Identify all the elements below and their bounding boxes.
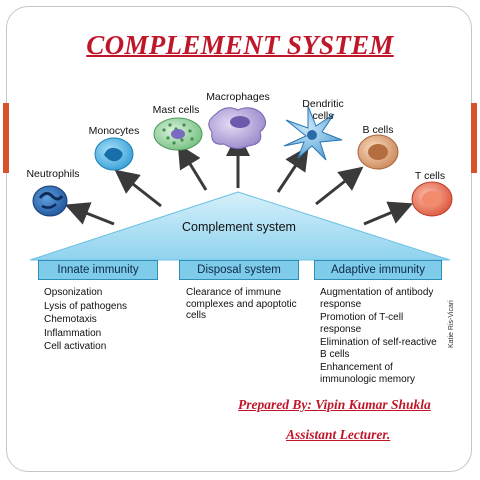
list-item: Promotion of T-cell response xyxy=(320,312,404,335)
label-macrophages: Macrophages xyxy=(206,91,270,103)
label-neutrophils: Neutrophils xyxy=(26,168,80,180)
mast-cell-icon xyxy=(153,117,203,151)
arrow-to-dendritic-cells xyxy=(276,146,309,193)
right-accent-bar xyxy=(471,103,477,173)
list-item: Enhancement of immunologic memory xyxy=(320,362,416,385)
innate-immunity-header: Innate immunity xyxy=(38,260,158,280)
arrow-to-mast-cells xyxy=(177,143,208,191)
b-cell-icon xyxy=(357,134,399,170)
macrophage-cell-icon xyxy=(208,107,266,150)
complement-diagram: Neutrophils Monocytes Mast cells Macroph… xyxy=(16,84,464,387)
adaptive-immunity-list: Augmentation of antibody response Promot… xyxy=(320,287,442,387)
arrow-to-neutrophils xyxy=(64,202,115,226)
disposal-system-header: Disposal system xyxy=(179,260,299,280)
t-cell-icon xyxy=(411,181,453,217)
adaptive-immunity-header: Adaptive immunity xyxy=(314,260,442,280)
list-item: Chemotaxis xyxy=(44,314,97,325)
label-t-cells: T cells xyxy=(414,170,446,182)
list-item: Inflammation xyxy=(44,327,102,339)
neutrophil-cell-icon xyxy=(32,185,68,217)
complement-system-label: Complement system xyxy=(182,220,296,234)
list-item: Clearance of immune complexes and apopto… xyxy=(186,287,297,321)
innate-immunity-list: Opsonization Lysis of pathogens Chemotax… xyxy=(44,287,164,355)
list-item: Augmentation of antibody response xyxy=(320,287,434,310)
image-credit: Katie Ris-Vicari xyxy=(448,300,455,348)
dendritic-cell-icon xyxy=(283,105,343,161)
monocyte-cell-icon xyxy=(94,137,134,171)
list-item: Lysis of pathogens xyxy=(44,300,128,312)
arrows xyxy=(64,132,414,226)
label-mast-cells: Mast cells xyxy=(152,104,200,116)
label-dendritic-cells: Dendritic cells xyxy=(302,98,344,122)
prepared-by-text: Prepared By: Vipin Kumar Shukla xyxy=(238,397,431,412)
arrow-to-monocytes xyxy=(114,169,162,208)
list-item: Elimination of self-reactive B cells xyxy=(320,337,437,360)
diagram-graphics xyxy=(29,105,453,261)
disposal-system-list: Clearance of immune complexes and apopto… xyxy=(186,287,304,324)
slide-title: COMPLEMENT SYSTEM xyxy=(86,30,394,60)
list-item: Opsonization xyxy=(44,287,103,298)
position-text: Assistant Lecturer. xyxy=(286,427,391,442)
arrow-to-t-cells xyxy=(363,201,414,226)
arrow-to-b-cells xyxy=(315,166,364,206)
label-monocytes: Monocytes xyxy=(88,125,140,137)
label-b-cells: B cells xyxy=(362,124,394,136)
list-item: Cell activation xyxy=(44,341,107,352)
left-accent-bar xyxy=(3,103,9,173)
